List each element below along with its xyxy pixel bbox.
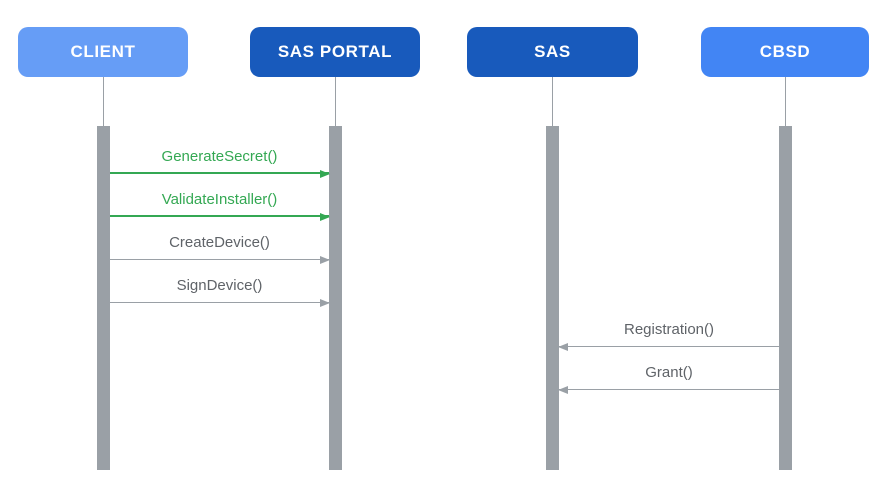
message-label: CreateDevice() bbox=[169, 234, 270, 251]
message-create-device: CreateDevice() bbox=[110, 232, 330, 264]
actor-box-cbsd: CBSD bbox=[701, 27, 869, 77]
lifeline-sas bbox=[552, 77, 553, 126]
actor-sas-portal: SAS PORTAL bbox=[250, 27, 420, 471]
actor-box-sas: SAS bbox=[467, 27, 638, 77]
activation-bar-sas-portal bbox=[328, 126, 342, 470]
message-line bbox=[110, 172, 329, 174]
message-label: ValidateInstaller() bbox=[161, 191, 278, 208]
message-generate-secret: GenerateSecret() bbox=[110, 146, 330, 178]
actor-cbsd: CBSD bbox=[701, 27, 869, 471]
arrowhead-left-icon bbox=[558, 385, 568, 394]
message-label: GenerateSecret() bbox=[161, 148, 278, 165]
message-line bbox=[559, 345, 779, 347]
message-registration: Registration() bbox=[558, 319, 779, 351]
message-label: Grant() bbox=[645, 364, 693, 381]
message-label: Registration() bbox=[623, 321, 715, 338]
lifeline-client bbox=[102, 77, 104, 126]
actor-box-sas-portal: SAS PORTAL bbox=[250, 27, 420, 77]
message-label: SignDevice() bbox=[176, 277, 263, 294]
message-line bbox=[559, 388, 779, 390]
lifeline-cbsd bbox=[784, 77, 786, 126]
activation-bar-sas bbox=[546, 126, 559, 470]
activation-bar-client bbox=[96, 126, 110, 470]
arrowhead-right-icon bbox=[320, 298, 330, 307]
arrowhead-right-icon bbox=[320, 169, 330, 178]
message-line bbox=[110, 258, 329, 260]
message-line bbox=[110, 301, 329, 303]
arrowhead-left-icon bbox=[558, 342, 568, 351]
actor-sas: SAS bbox=[467, 27, 638, 471]
message-validate-installer: ValidateInstaller() bbox=[110, 189, 330, 221]
actor-client: CLIENT bbox=[18, 27, 188, 471]
message-grant: Grant() bbox=[558, 362, 779, 394]
message-sign-device: SignDevice() bbox=[110, 275, 330, 307]
actor-box-client: CLIENT bbox=[18, 27, 188, 77]
arrowhead-right-icon bbox=[320, 212, 330, 221]
activation-bar-cbsd bbox=[778, 126, 792, 470]
lifeline-sas-portal bbox=[334, 77, 336, 126]
message-line bbox=[110, 215, 329, 217]
arrowhead-right-icon bbox=[320, 255, 330, 264]
